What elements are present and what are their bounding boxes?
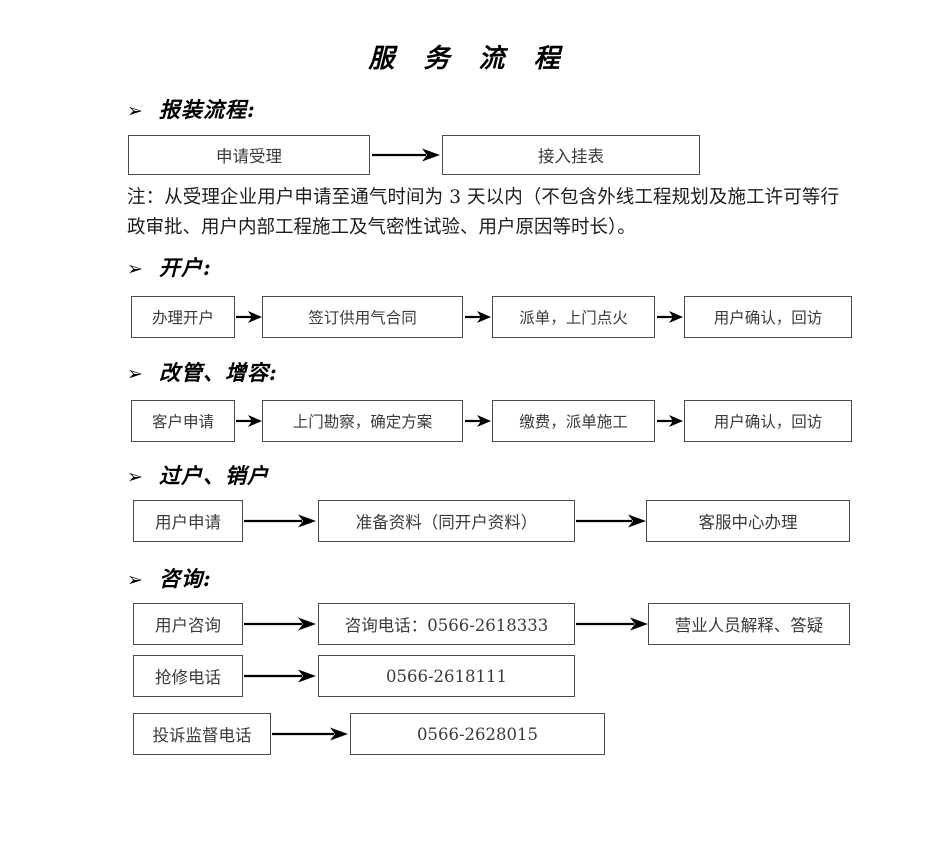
section-heading-kaihu: ➢ 开户:	[127, 252, 212, 282]
flow-box-3-4[interactable]: 用户确认，回访	[684, 400, 852, 442]
flow-box-2-3[interactable]: 派单，上门点火	[492, 296, 655, 338]
flow-box-3-3[interactable]: 缴费，派单施工	[492, 400, 655, 442]
flow-arrow-5-1-1	[244, 617, 316, 631]
flow-box-5-2-2[interactable]: 0566-2618111	[318, 655, 575, 697]
flow-box-5-1-2[interactable]: 咨询电话：0566-2618333	[318, 603, 575, 645]
flow-arrow-2-1	[236, 310, 262, 324]
flow-box-5-1-1[interactable]: 用户咨询	[133, 603, 243, 645]
flow-box-5-1-3[interactable]: 营业人员解释、答疑	[648, 603, 850, 645]
flow-arrow-3-2	[465, 414, 491, 428]
bullet-arrow-icon: ➢	[127, 363, 144, 385]
flow-box-5-3-2[interactable]: 0566-2628015	[350, 713, 605, 755]
flow-arrow-2-3	[657, 310, 683, 324]
flow-arrow-1-1	[372, 148, 440, 162]
section-heading-zixun: ➢ 咨询:	[127, 563, 212, 593]
flow-box-4-1[interactable]: 用户申请	[133, 500, 243, 542]
flow-box-2-1[interactable]: 办理开户	[131, 296, 235, 338]
section-heading-label: 过户、销户	[159, 463, 269, 488]
flow-box-5-2-1[interactable]: 抢修电话	[133, 655, 243, 697]
flow-arrow-4-2	[576, 514, 646, 528]
section-heading-guohu: ➢ 过户、销户	[127, 460, 269, 490]
section-heading-label: 咨询:	[159, 566, 212, 591]
section-heading-gaiguan: ➢ 改管、增容:	[127, 357, 278, 387]
page-title: 服 务 流 程	[368, 44, 570, 74]
flow-box-3-1[interactable]: 客户申请	[131, 400, 235, 442]
flow-box-1-1[interactable]: 申请受理	[128, 135, 370, 175]
flow-arrow-5-2-1	[244, 669, 316, 683]
flow-box-5-3-1[interactable]: 投诉监督电话	[133, 713, 271, 755]
flow-arrow-5-3-1	[272, 727, 348, 741]
flow-box-2-2[interactable]: 签订供用气合同	[262, 296, 463, 338]
flow-box-4-2[interactable]: 准备资料（同开户资料）	[318, 500, 575, 542]
bullet-arrow-icon: ➢	[127, 466, 144, 488]
flow-arrow-2-2	[465, 310, 491, 324]
flow-box-4-3[interactable]: 客服中心办理	[646, 500, 850, 542]
flow-arrow-4-1	[244, 514, 316, 528]
section-note-baozhuang: 注：从受理企业用户申请至通气时间为 3 天以内（不包含外线工程规划及施工许可等行…	[127, 187, 839, 238]
section-heading-label: 改管、增容:	[159, 360, 278, 385]
bullet-arrow-icon: ➢	[127, 100, 144, 122]
flow-box-3-2[interactable]: 上门勘察，确定方案	[262, 400, 463, 442]
flow-box-2-4[interactable]: 用户确认，回访	[684, 296, 852, 338]
flow-box-1-2[interactable]: 接入挂表	[442, 135, 700, 175]
section-heading-label: 报装流程:	[159, 97, 256, 122]
flow-arrow-3-1	[236, 414, 262, 428]
flow-arrow-3-3	[657, 414, 683, 428]
section-heading-label: 开户:	[159, 255, 212, 280]
section-heading-baozhuang: ➢ 报装流程:	[127, 94, 256, 124]
bullet-arrow-icon: ➢	[127, 258, 144, 280]
flow-arrow-5-1-2	[576, 617, 648, 631]
bullet-arrow-icon: ➢	[127, 569, 144, 591]
